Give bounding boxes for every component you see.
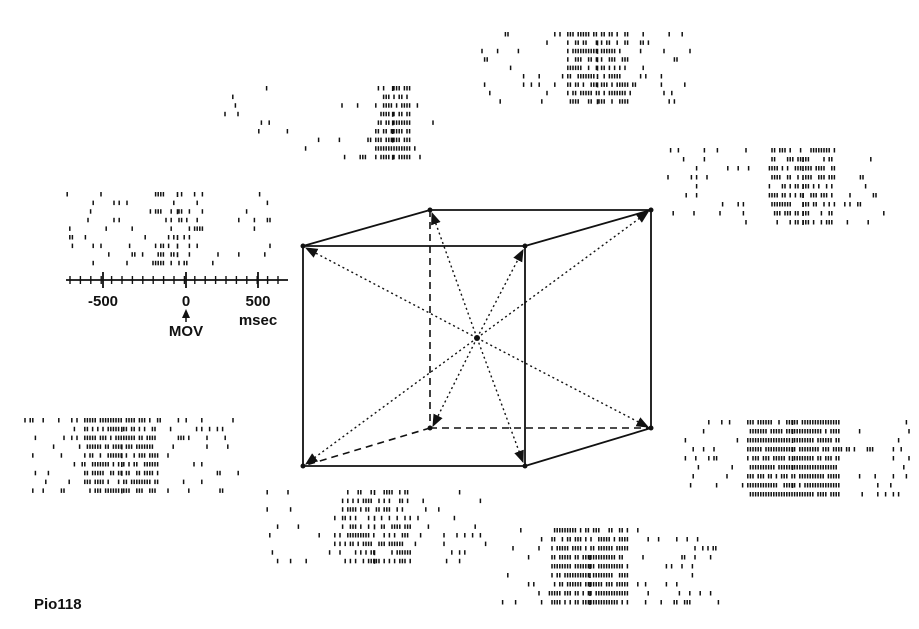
cube-hidden-edge-bottom-left [302,427,431,467]
time-axis-minor-ticks [69,272,279,288]
arrow-to-front-bottom-right [476,337,524,464]
arrow-to-back-top-left [431,211,478,339]
raster-lower-right [684,420,910,497]
raster-top-center [481,32,691,105]
arrow-to-back-bottom-left [432,337,478,428]
figure-label: Pio118 [34,596,82,613]
time-unit-label: msec [239,312,277,329]
cube-edges [302,209,652,467]
arrow-to-back-top-right [476,211,650,339]
cube-edge-bottom-right [524,427,652,467]
movement-onset-label: MOV [169,323,203,340]
tick-label-zero: 0 [182,293,190,310]
raster-bottom-center [266,490,487,564]
raster-lower-left [24,418,239,494]
movement-onset-arrow-icon [182,309,190,318]
cube-edge-top-right [524,209,652,247]
cube-hidden-edges [302,210,651,467]
cube-edge-top-left [302,209,431,247]
cube-corner-points [300,207,654,469]
arrow-to-front-bottom-left [304,337,478,465]
raster-upper-right [667,148,885,225]
cube-center-point [474,335,480,341]
time-axis [66,272,288,288]
raster-left-with-axis [66,192,271,266]
arrow-to-front-top-left [304,247,478,339]
arrow-to-front-top-right [476,248,524,339]
raster-upper-left [224,86,434,160]
direction-arrows [304,211,650,465]
tick-label-minus-500: -500 [88,293,118,310]
tick-label-plus-500: 500 [245,293,270,310]
arrow-to-back-bottom-right [476,337,650,428]
raster-bottom-right [501,528,720,605]
